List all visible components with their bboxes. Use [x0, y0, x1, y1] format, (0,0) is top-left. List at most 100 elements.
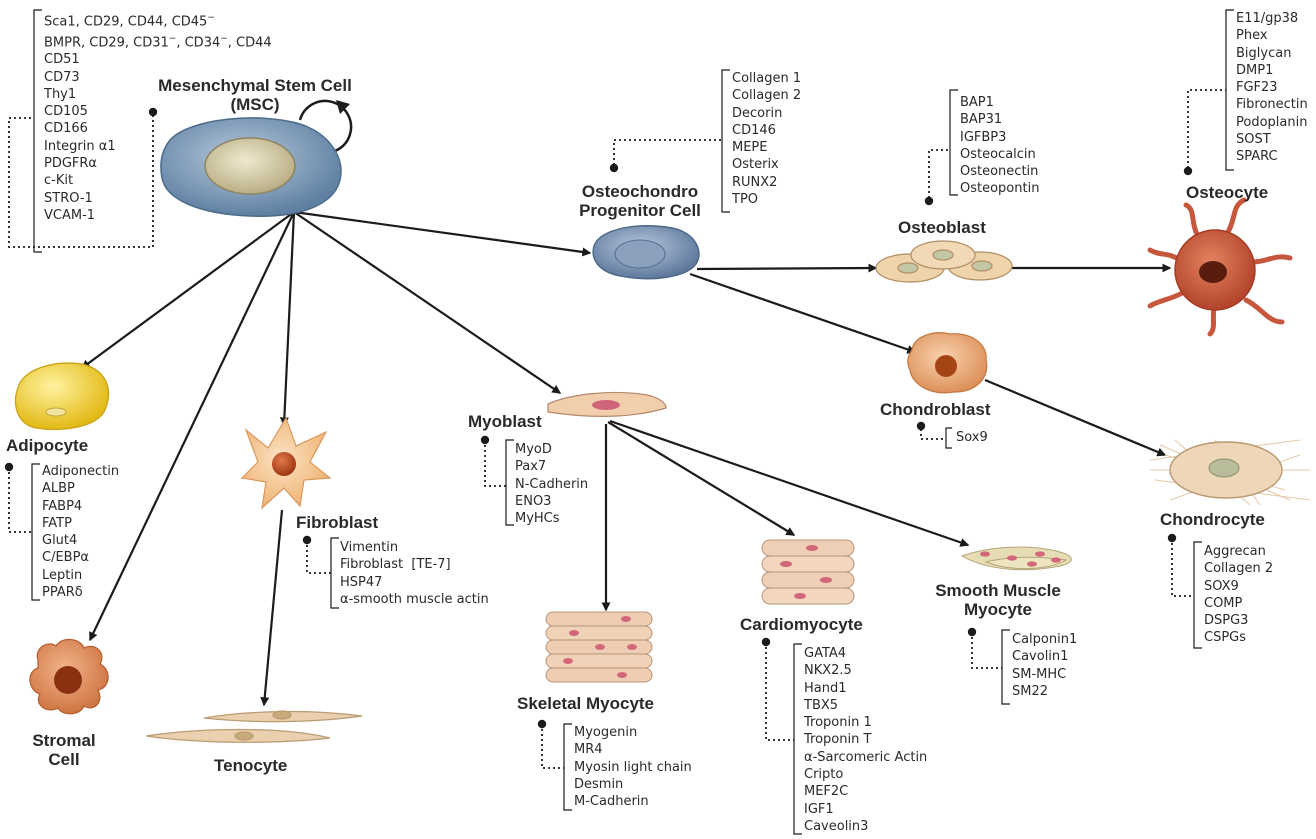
- chondroblast-dot: [917, 422, 925, 430]
- arrow-msc-to-stromal: [90, 212, 294, 640]
- arrow-msc-to-fibroblast: [284, 212, 294, 425]
- osteocyte-marker: Fibronectin: [1236, 96, 1308, 113]
- cardio-markers: GATA4 NKX2.5 Hand1 TBX5 Troponin 1 Tropo…: [796, 645, 927, 835]
- adipocyte-label: Adipocyte: [6, 436, 88, 455]
- osteocyte-dotted-link: [1188, 90, 1226, 168]
- chondrocyte-label: Chondrocyte: [1160, 510, 1265, 529]
- msc-marker: Thy1: [44, 86, 272, 103]
- chondrocyte-marker: Collagen 2: [1204, 560, 1273, 577]
- skeletal-marker: M-Cadherin: [574, 793, 692, 810]
- skeletal-dotted-link: [542, 724, 564, 768]
- myoblast-dotted-link: [485, 440, 506, 486]
- msc-marker: VCAM-1: [44, 207, 272, 224]
- smooth-markers: Calponin1 Cavolin1 SM-MHC SM22: [1004, 631, 1077, 700]
- osteocyte-marker: DMP1: [1236, 62, 1308, 79]
- msc-marker: BMPR, CD29, CD31−, CD34−, CD44: [44, 31, 272, 52]
- tenocyte-label: Tenocyte: [214, 756, 287, 775]
- osteoblast-dot: [925, 197, 933, 205]
- myoblast-label: Myoblast: [468, 412, 542, 431]
- adipocyte-marker: FATP: [42, 515, 119, 532]
- fibroblast-marker: α-smooth muscle actin: [340, 591, 489, 608]
- stromal-label: Stromal Cell: [16, 731, 112, 769]
- adipocyte-dot: [5, 463, 13, 471]
- stromal-cell-illustration: [30, 639, 108, 713]
- myoblast-nucleus: [592, 400, 620, 410]
- adipocyte-dotted-link: [9, 467, 32, 532]
- osteochondro-marker: Osterix: [732, 156, 801, 173]
- osteocyte-marker: Podoplanin: [1236, 114, 1308, 131]
- osteochondro-marker: TPO: [732, 191, 801, 208]
- osteoblast-marker: IGFBP3: [960, 129, 1039, 146]
- chondrocyte-cell-illustration: [1150, 440, 1310, 505]
- cardio-cell-illustration: [762, 540, 854, 604]
- adipocyte-marker: C/EBPα: [42, 549, 119, 566]
- arrow-msc-to-osteochondro: [294, 212, 590, 253]
- arrow-chondroblast-to-chondrocyte: [985, 380, 1165, 455]
- arrow-msc-to-adipocyte: [82, 212, 294, 368]
- chondrocyte-dot: [1168, 534, 1176, 542]
- osteochondro-dot: [610, 164, 618, 172]
- msc-marker: CD105: [44, 103, 272, 120]
- msc-marker: Integrin α1: [44, 138, 272, 155]
- arrow-msc-to-myoblast: [294, 212, 560, 393]
- chondrocyte-dotted-link: [1172, 538, 1194, 596]
- osteochondro-marker: Decorin: [732, 105, 801, 122]
- smooth-dot: [968, 628, 976, 636]
- stromal-label-line2: Cell: [16, 750, 112, 769]
- cardio-marker: NKX2.5: [804, 662, 927, 679]
- osteoblast-marker: Osteonectin: [960, 163, 1039, 180]
- adipocyte-marker: ALBP: [42, 480, 119, 497]
- osteoblast-marker: BAP31: [960, 111, 1039, 128]
- skeletal-cell-illustration: [546, 612, 652, 682]
- osteochondro-dotted-link: [614, 140, 722, 165]
- osteochondro-nucleus: [615, 240, 665, 268]
- cardio-marker: MEF2C: [804, 783, 927, 800]
- skeletal-marker: Myogenin: [574, 724, 692, 741]
- chondroblast-markers: Sox9: [948, 429, 988, 446]
- osteoblast-marker: Osteopontin: [960, 180, 1039, 197]
- chondroblast-label: Chondroblast: [880, 400, 991, 419]
- chondrocyte-marker: Aggrecan: [1204, 543, 1273, 560]
- osteochondro-label: Osteochondro Progenitor Cell: [570, 182, 710, 220]
- fibroblast-nucleus: [272, 452, 296, 476]
- osteocyte-markers: E11/gp38 Phex Biglycan DMP1 FGF23 Fibron…: [1228, 10, 1308, 166]
- myoblast-marker: ENO3: [515, 493, 588, 510]
- cardio-marker: Troponin 1: [804, 714, 927, 731]
- smooth-marker: SM22: [1012, 683, 1077, 700]
- cardio-marker: Troponin T: [804, 731, 927, 748]
- adipocyte-cell-illustration: [15, 363, 108, 429]
- cardio-dot: [762, 638, 770, 646]
- smooth-cell-illustration: [962, 547, 1071, 570]
- fibroblast-marker: Vimentin: [340, 539, 489, 556]
- smooth-label: Smooth Muscle Myocyte: [930, 581, 1066, 619]
- osteochondro-cell-illustration: [593, 226, 699, 279]
- msc-markers: Sca1, CD29, CD44, CD45− BMPR, CD29, CD31…: [36, 10, 272, 224]
- cardio-marker: α-Sarcomeric Actin: [804, 749, 927, 766]
- fibroblast-dot: [303, 536, 311, 544]
- cardio-marker: Caveolin3: [804, 818, 927, 835]
- skeletal-label: Skeletal Myocyte: [517, 694, 654, 713]
- smooth-marker: Calponin1: [1012, 631, 1077, 648]
- chondrocyte-marker: CSPGs: [1204, 629, 1273, 646]
- smooth-marker: Cavolin1: [1012, 648, 1077, 665]
- chondrocyte-marker: SOX9: [1204, 578, 1273, 595]
- myoblast-marker: MyoD: [515, 441, 588, 458]
- skeletal-marker: Myosin light chain: [574, 759, 692, 776]
- smooth-label-line1: Smooth Muscle: [930, 581, 1066, 600]
- osteoblast-markers: BAP1 BAP31 IGFBP3 Osteocalcin Osteonecti…: [952, 94, 1039, 198]
- skeletal-markers: Myogenin MR4 Myosin light chain Desmin M…: [566, 724, 692, 810]
- stromal-nucleus: [54, 666, 82, 694]
- chondrocyte-marker: COMP: [1204, 595, 1273, 612]
- osteocyte-nucleus: [1199, 261, 1227, 283]
- osteochondro-marker: MEPE: [732, 139, 801, 156]
- osteochondro-markers: Collagen 1 Collagen 2 Decorin CD146 MEPE…: [724, 70, 801, 208]
- smooth-dotted-link: [972, 632, 1002, 668]
- cardio-marker: Hand1: [804, 680, 927, 697]
- skeletal-marker: Desmin: [574, 776, 692, 793]
- chondroblast-nucleus: [935, 355, 957, 377]
- skeletal-dot: [538, 720, 546, 728]
- osteocyte-marker: Biglycan: [1236, 45, 1308, 62]
- osteocyte-marker: SPARC: [1236, 148, 1308, 165]
- msc-marker: CD166: [44, 120, 272, 137]
